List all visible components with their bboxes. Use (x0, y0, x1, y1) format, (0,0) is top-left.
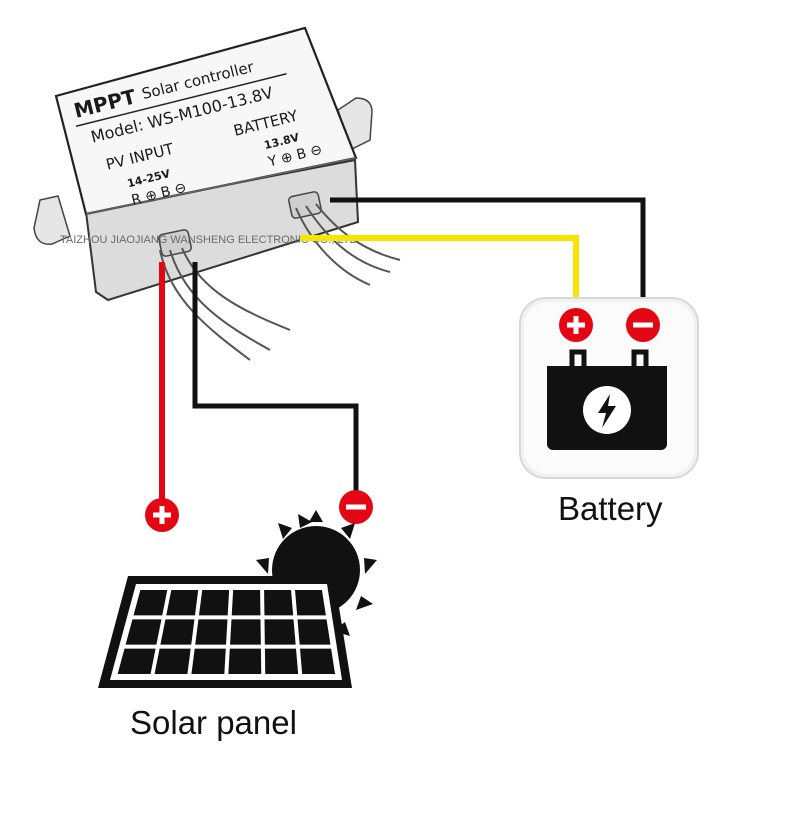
solar-cell (264, 648, 299, 674)
pv-negative-wire (192, 262, 359, 495)
solar-cell (154, 648, 191, 674)
solar-cell (228, 648, 262, 674)
solar-cell (295, 590, 326, 616)
pv-negative-terminal-icon (339, 490, 373, 524)
solar-cell (230, 619, 261, 645)
solar-cell (117, 648, 156, 674)
solar-cell (125, 619, 162, 645)
controller-flange-left (33, 195, 71, 245)
solar-cell (231, 590, 261, 616)
solar-panel-icon (98, 576, 352, 688)
solar-cell (195, 619, 228, 645)
watermark-text: TAIZHOU JIAOJIANG WANSHENG ELECTRONIC CO… (60, 234, 361, 246)
solar-panel-label: Solar panel (130, 704, 297, 741)
lightning-bolt-icon (598, 394, 616, 428)
battery-positive-terminal-icon (559, 308, 593, 342)
solar-cell (160, 619, 195, 645)
solar-cell (191, 648, 226, 674)
solar-cell (264, 590, 294, 616)
mppt-controller: MPPT Solar controller Model: WS-M100-13.… (33, 26, 373, 302)
solar-cell (133, 590, 168, 616)
battery-icon (519, 297, 699, 479)
pv-positive-terminal-icon (145, 498, 179, 532)
battery-label: Battery (558, 490, 663, 527)
solar-cell (198, 590, 230, 616)
controller-body-side (84, 158, 360, 302)
solar-cell (166, 590, 199, 616)
battery-negative-terminal-icon (626, 308, 660, 342)
battery-negative-wire (330, 197, 646, 312)
solar-cell (300, 648, 336, 674)
solar-cell (297, 619, 331, 645)
solar-cell (264, 619, 296, 645)
battery-positive-wire (300, 235, 579, 312)
